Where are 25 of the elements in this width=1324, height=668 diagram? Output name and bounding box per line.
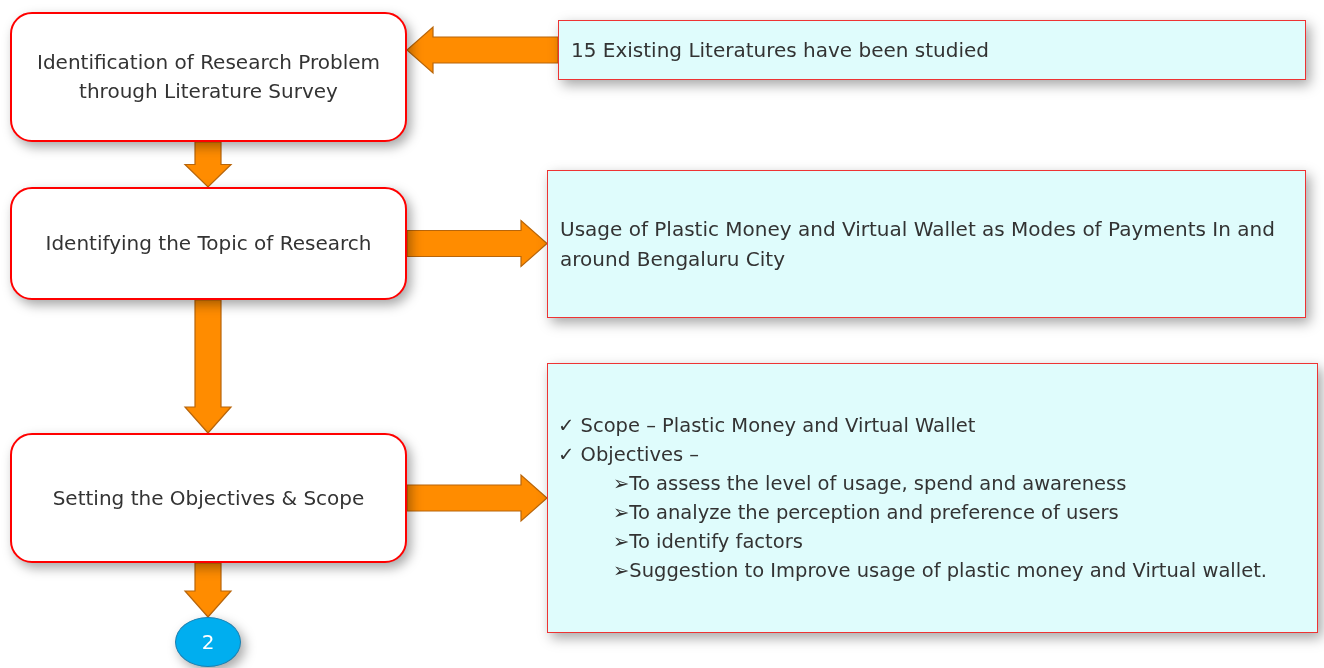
box-text: Usage of Plastic Money and Virtual Wallet as Modes of Payments In and around Bengaluru City xyxy=(560,216,1276,273)
block-arrow xyxy=(406,473,548,523)
block-arrow xyxy=(406,25,559,75)
box-text: 15 Existing Literatures have been studied xyxy=(571,37,990,64)
box-text: ➢To assess the level of usage, spend and awareness xyxy=(612,471,1127,497)
process-box xyxy=(10,433,407,563)
box-text: ➢To analyze the perception and preference of users xyxy=(612,500,1119,526)
page-number: 2 xyxy=(201,630,215,654)
block-arrow xyxy=(183,141,233,188)
box-text: Identification of Research Problem through Literature Survey xyxy=(36,49,381,105)
note-box xyxy=(547,170,1306,318)
block-arrow xyxy=(183,562,233,618)
box-text: ✓ Objectives – xyxy=(558,442,700,468)
block-arrow xyxy=(183,299,233,434)
note-box xyxy=(547,363,1318,633)
process-box xyxy=(10,187,407,300)
box-text: Identifying the Topic of Research xyxy=(45,230,372,257)
box-text: ✓ Scope – Plastic Money and Virtual Wallet xyxy=(558,413,976,439)
process-box xyxy=(10,12,407,142)
box-text: ➢Suggestion to Improve usage of plastic money and Virtual wallet. xyxy=(612,558,1267,584)
connector-circle xyxy=(175,617,241,667)
box-text: Setting the Objectives & Scope xyxy=(52,484,365,512)
block-arrow xyxy=(406,219,548,268)
box-text: ➢To identify factors xyxy=(612,529,803,555)
note-box xyxy=(558,20,1306,80)
